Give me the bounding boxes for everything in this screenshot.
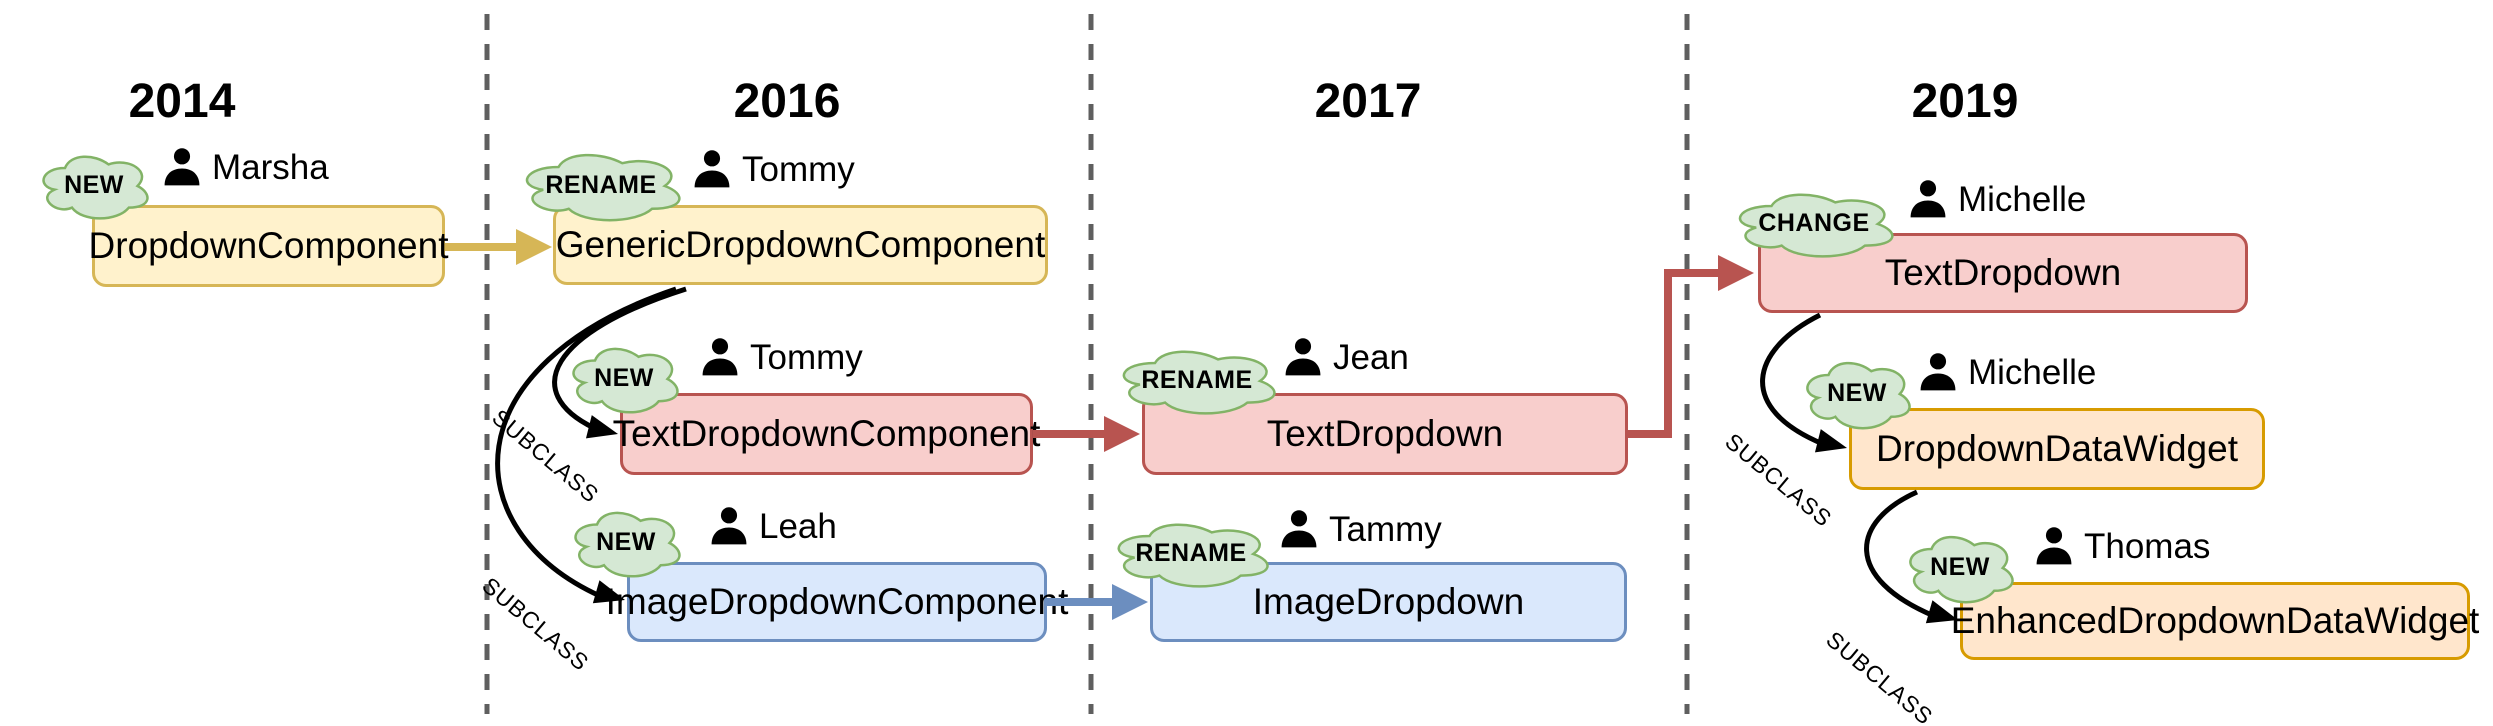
class-box-enhanceddropdowndatawidget: EnhancedDropdownDataWidget (1951, 582, 2479, 660)
cloud-icon (566, 342, 682, 416)
subclass-curve-imagedropdowncomponent (495, 286, 677, 599)
person-icon (160, 144, 204, 190)
cloud-icon (1729, 188, 1899, 260)
cloud-icon (568, 506, 684, 580)
author-name: Tammy (1329, 510, 1442, 549)
action-cloud-change: CHANGE (1729, 188, 1899, 260)
cloud-icon (36, 150, 152, 222)
cloud-icon (1113, 345, 1281, 417)
person-icon (707, 503, 751, 549)
subclass-curve-dropdowndatawidget (1760, 312, 1824, 447)
class-box-dropdowndatawidget: DropdownDataWidget (1849, 408, 2265, 490)
action-cloud-label: NEW (1930, 553, 1990, 582)
year-label-2019: 2019 (1911, 75, 2019, 128)
person-icon (1916, 349, 1960, 395)
subclass-arrowhead-imagedropdowncomponent (592, 580, 625, 604)
class-box-label: GenericDropdownComponent (555, 224, 1046, 265)
class-box-label: ImageDropdown (1252, 581, 1525, 622)
person-icon (1281, 334, 1325, 380)
rename-arrowhead-dropdowncomponent (516, 229, 552, 265)
subclass-curve-enhanceddropdowndatawidget (1864, 489, 1935, 619)
author-name: Tommy (750, 338, 863, 377)
class-box-dropdowncomponent: DropdownComponent (89, 205, 448, 287)
action-cloud-rename: RENAME (1113, 345, 1281, 417)
action-cloud-label: RENAME (545, 171, 657, 200)
rename-arrowhead-imagedropdown (1112, 584, 1148, 620)
person-icon (690, 146, 734, 192)
class-box-imagedropdowncomponent: ImageDropdownComponent (606, 562, 1068, 642)
subclass-arrowhead-textdropdowncomponent (585, 415, 618, 439)
cloud-icon (1800, 356, 1914, 432)
person-icon (698, 334, 742, 380)
class-box-genericdropdowncomponent: GenericDropdownComponent (553, 205, 1048, 285)
class-box-label: TextDropdownComponent (612, 413, 1041, 454)
cloud-icon (1903, 530, 2017, 606)
action-cloud-new: NEW (1800, 356, 1914, 432)
action-cloud-rename: RENAME (1108, 518, 1274, 590)
action-cloud-label: NEW (594, 364, 654, 393)
person-icon (1277, 506, 1321, 552)
subclass-curve-textdropdowncomponent (552, 286, 687, 431)
action-cloud-label: NEW (64, 171, 124, 200)
class-box-label: TextDropdown (1266, 413, 1504, 454)
action-cloud-label: NEW (1827, 379, 1887, 408)
class-box-textdropdown-2017: TextDropdown (1142, 393, 1628, 475)
author-name: Michelle (1958, 180, 2087, 219)
action-cloud-new: NEW (568, 506, 684, 580)
subclass-arrowhead-dropdowndatawidget (1814, 429, 1847, 453)
action-cloud-label: RENAME (1141, 366, 1253, 395)
change-arrowhead-textdropdown-2019 (1718, 255, 1754, 291)
author-name: Jean (1333, 338, 1409, 377)
change-arrow-textdropdown-2019 (1628, 269, 1724, 438)
class-box-textdropdowncomponent: TextDropdownComponent (613, 393, 1040, 475)
class-box-label: DropdownComponent (88, 225, 449, 266)
cloud-icon (1108, 518, 1274, 590)
class-box-label: ImageDropdownComponent (605, 581, 1069, 622)
person-icon (1906, 176, 1950, 222)
person-icon (2032, 523, 2076, 569)
class-box-label: DropdownDataWidget (1876, 428, 2238, 469)
year-label-2014: 2014 (128, 75, 236, 128)
cloud-icon (516, 148, 686, 224)
class-box-label: EnhancedDropdownDataWidget (1950, 600, 2480, 641)
action-cloud-new: NEW (1903, 530, 2017, 606)
subclass-arrowhead-enhanceddropdowndatawidget (1925, 600, 1958, 624)
author-name: Michelle (1968, 353, 2097, 392)
class-box-label: TextDropdown (1884, 252, 2122, 293)
action-cloud-label: RENAME (1135, 539, 1247, 568)
author-name: Marsha (212, 148, 329, 187)
action-cloud-rename: RENAME (516, 148, 686, 224)
rename-arrowhead-textdropdown (1104, 416, 1140, 452)
year-label-2017: 2017 (1314, 75, 1422, 128)
action-cloud-new: NEW (36, 150, 152, 222)
action-cloud-label: NEW (596, 528, 656, 557)
author-name: Leah (759, 507, 837, 546)
year-label-2016: 2016 (733, 75, 841, 128)
author-name: Thomas (2084, 527, 2211, 566)
action-cloud-label: CHANGE (1758, 209, 1870, 238)
action-cloud-new: NEW (566, 342, 682, 416)
author-name: Tommy (742, 150, 855, 189)
